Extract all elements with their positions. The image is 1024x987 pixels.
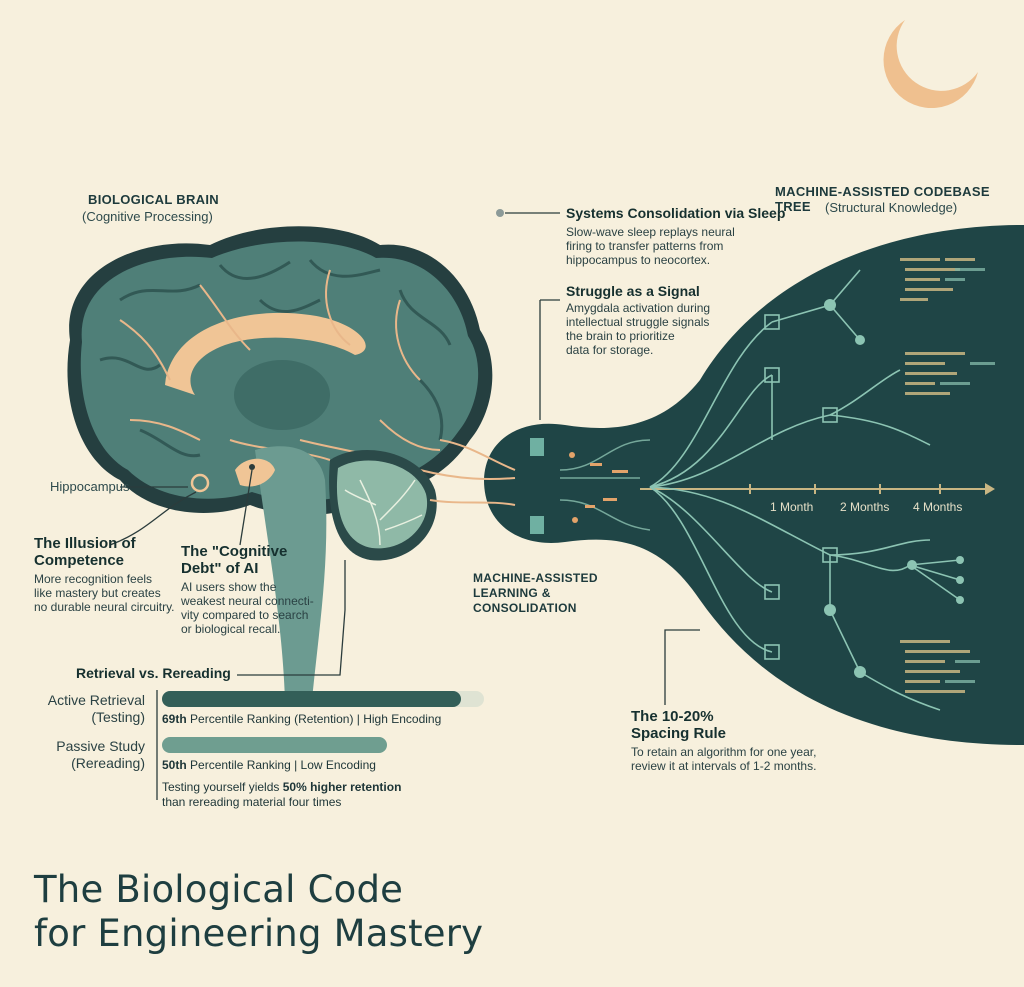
passive-study-caption: 50th Percentile Ranking | Low Encoding [162,758,376,772]
timeline-ticks [749,484,941,494]
passive-study-bar [162,737,387,753]
note-pre: Testing yourself yields [162,780,283,794]
machine-assisted-label: MACHINE-ASSISTED LEARNING & CONSOLIDATIO… [473,571,598,615]
active-retrieval-label: Active Retrieval (Testing) [47,692,145,725]
timeline-tick-2-months: 2 Months [840,500,890,514]
active-percentile: 69th [162,712,187,726]
struggle-callout-body: Amygdala activation during intellectual … [566,301,711,357]
moon-middle-icon [465,188,550,276]
brain [67,226,516,700]
struggle-callout-title: Struggle as a Signal [566,283,700,299]
sleep-callout-body: Slow-wave sleep replays neural firing to… [566,225,735,267]
active-caption-rest: Percentile Ranking (Retention) | High En… [186,712,442,726]
debt-callout-body: AI users show the weakest neural connect… [181,580,314,636]
spacing-callout-title: The 10-20% Spacing Rule [631,708,727,742]
brain-subtitle: (Cognitive Processing) [82,209,213,224]
timeline-tick-4-months: 4 Months [913,500,963,514]
debt-callout-title: The "Cognitive Debt" of AI [181,543,288,577]
moon-top-right-icon [883,20,978,109]
illusion-callout-title: The Illusion of Competence [34,535,136,569]
passive-caption-rest: Percentile Ranking | Low Encoding [186,758,376,772]
active-retrieval-caption: 69th Percentile Ranking (Retention) | Hi… [162,712,441,726]
passive-study-label: Passive Study (Rereading) [56,738,145,771]
timeline-tick-1-month: 1 Month [770,500,814,514]
note-strong: 50% higher retention [282,780,402,794]
spacing-callout-body: To retain an algorithm for one year, rev… [631,745,817,773]
retrieval-bars [162,691,484,753]
illusion-callout-body: More recognition feels like mastery but … [34,572,175,614]
retention-note: Testing yourself yields 50% higher reten… [162,780,401,810]
brain-title: BIOLOGICAL BRAIN [88,192,219,207]
hippocampus-label: Hippocampus [50,479,130,494]
tree-title: MACHINE-ASSISTED CODEBASE TREE [775,184,990,214]
sleep-callout-title: Systems Consolidation via Sleep [566,205,786,221]
page-title: The Biological Code for Engineering Mast… [34,868,484,955]
note-post: than rereading material four times [162,795,342,809]
active-retrieval-bar [162,691,461,707]
tree-panel [484,225,1024,745]
tree-subtitle: (Structural Knowledge) [825,200,958,215]
passive-percentile: 50th [162,758,187,772]
retrieval-heading: Retrieval vs. Rereading [76,665,231,681]
